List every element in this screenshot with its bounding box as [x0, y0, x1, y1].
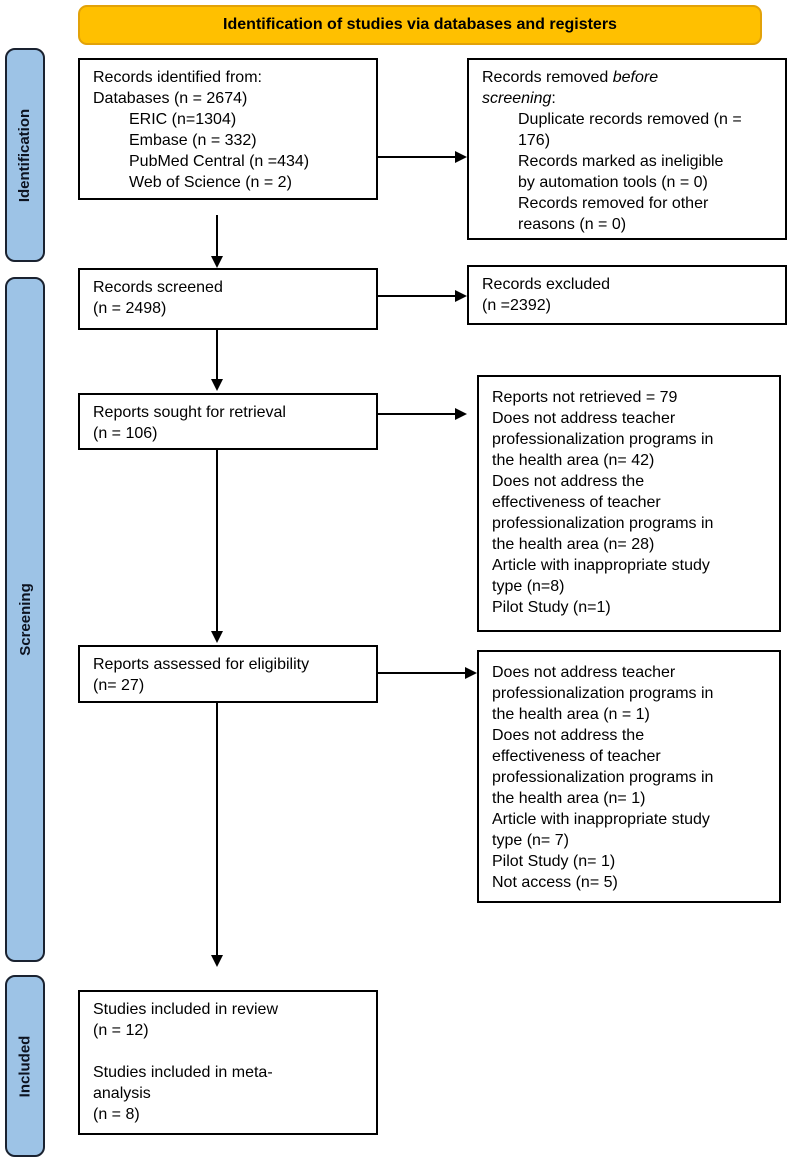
- box-text-line: analysis: [93, 1085, 151, 1102]
- box-records-identified: Records identified from: Databases (n = 2…: [78, 58, 378, 200]
- arrow-right-icon: [465, 667, 477, 679]
- box-text-line: Duplicate records removed (n =: [518, 111, 742, 128]
- box-text-line: Reports sought for retrieval: [93, 404, 286, 421]
- box-text-line: (n= 27): [93, 677, 145, 694]
- box-eligibility-exclusion-reasons: Does not address teacher professionalizat…: [477, 650, 781, 903]
- box-text-line: type (n=8): [492, 578, 565, 595]
- box-text-line: Reports not retrieved = 79: [492, 389, 678, 406]
- box-text-line: professionalization programs in: [492, 685, 714, 702]
- box-text-line: Records removed for other: [518, 195, 709, 212]
- box-text-line: Studies included in meta-: [93, 1064, 273, 1081]
- box-text-line: screening:: [482, 90, 556, 107]
- box-text-line: effectiveness of teacher: [492, 748, 661, 765]
- box-text-line: (n = 8): [93, 1106, 140, 1123]
- box-text-line: ERIC (n=1304): [129, 111, 237, 128]
- arrow-line: [216, 215, 218, 257]
- box-text-line: Records marked as ineligible: [518, 153, 724, 170]
- arrow-line: [216, 703, 218, 956]
- box-text-line: Web of Science (n = 2): [129, 174, 292, 191]
- arrow-line: [216, 450, 218, 632]
- banner-identification-of-studies: Identification of studies via databases …: [78, 5, 762, 45]
- box-reports-assessed-for-eligibility: Reports assessed for eligibility (n= 27): [78, 645, 378, 703]
- arrow-right-icon: [455, 408, 467, 420]
- box-text-line: Embase (n = 332): [129, 132, 257, 149]
- box-text-line: professionalization programs in: [492, 515, 714, 532]
- arrow-line: [378, 413, 455, 415]
- box-text-line: the health area (n= 28): [492, 536, 655, 553]
- box-text-line: reasons (n = 0): [518, 216, 627, 233]
- box-text-line: PubMed Central (n =434): [129, 153, 310, 170]
- arrow-down-icon: [211, 631, 223, 643]
- box-text-line: (n =2392): [482, 297, 551, 314]
- box-records-excluded: Records excluded (n =2392): [467, 265, 787, 325]
- box-text-line: Article with inappropriate study: [492, 811, 710, 828]
- box-text-line: Pilot Study (n=1): [492, 599, 611, 616]
- box-text-line: the health area (n = 1): [492, 706, 650, 723]
- box-text-line: Records removed before: [482, 69, 659, 86]
- box-text-line: (n = 12): [93, 1022, 149, 1039]
- box-text-line: Does not address the: [492, 727, 645, 744]
- arrow-line: [378, 295, 455, 297]
- box-text-line: Does not address teacher: [492, 410, 676, 427]
- stage-screening-label: Screening: [16, 583, 34, 656]
- box-text-line: Does not address the: [492, 473, 645, 490]
- arrow-line: [378, 672, 465, 674]
- box-text-line: professionalization programs in: [492, 431, 714, 448]
- box-text-line: (n = 2498): [93, 300, 167, 317]
- box-text-line: Does not address teacher: [492, 664, 676, 681]
- box-text-line: Records identified from:: [93, 69, 262, 86]
- arrow-right-icon: [455, 151, 467, 163]
- box-text-line: Records excluded: [482, 276, 611, 293]
- stage-identification: Identification: [5, 48, 45, 262]
- box-text-line: Reports assessed for eligibility: [93, 656, 310, 673]
- box-text-line: (n = 106): [93, 425, 158, 442]
- box-text-line: effectiveness of teacher: [492, 494, 661, 511]
- box-text-line: 176): [518, 132, 551, 149]
- box-text-line: the health area (n= 42): [492, 452, 655, 469]
- stage-identification-label: Identification: [16, 108, 34, 202]
- arrow-down-icon: [211, 955, 223, 967]
- stage-screening: Screening: [5, 277, 45, 962]
- box-text-line: Records screened: [93, 279, 223, 296]
- arrow-line: [216, 330, 218, 380]
- box-records-screened: Records screened (n = 2498): [78, 268, 378, 330]
- box-text-line: professionalization programs in: [492, 769, 714, 786]
- arrow-down-icon: [211, 379, 223, 391]
- box-text-line: Not access (n= 5): [492, 874, 618, 891]
- box-text-line: the health area (n= 1): [492, 790, 646, 807]
- banner-label: Identification of studies via databases …: [223, 16, 617, 33]
- arrow-right-icon: [455, 290, 467, 302]
- box-reports-not-retrieved: Reports not retrieved = 79 Does not addre…: [477, 375, 781, 632]
- box-text-line: type (n= 7): [492, 832, 569, 849]
- box-studies-included: Studies included in review (n = 12) Studi…: [78, 990, 378, 1135]
- box-text-line: Pilot Study (n= 1): [492, 853, 616, 870]
- box-reports-sought-for-retrieval: Reports sought for retrieval (n = 106): [78, 393, 378, 450]
- stage-included-label: Included: [16, 1035, 34, 1097]
- box-text-line: Article with inappropriate study: [492, 557, 710, 574]
- box-text-line: [93, 1041, 368, 1062]
- box-text-line: Studies included in review: [93, 1001, 278, 1018]
- arrow-down-icon: [211, 256, 223, 268]
- box-text-line: by automation tools (n = 0): [518, 174, 708, 191]
- box-text-line: Databases (n = 2674): [93, 90, 248, 107]
- box-records-removed-before-screening: Records removed before screening: Duplicat…: [467, 58, 787, 240]
- stage-included: Included: [5, 975, 45, 1157]
- arrow-line: [378, 156, 455, 158]
